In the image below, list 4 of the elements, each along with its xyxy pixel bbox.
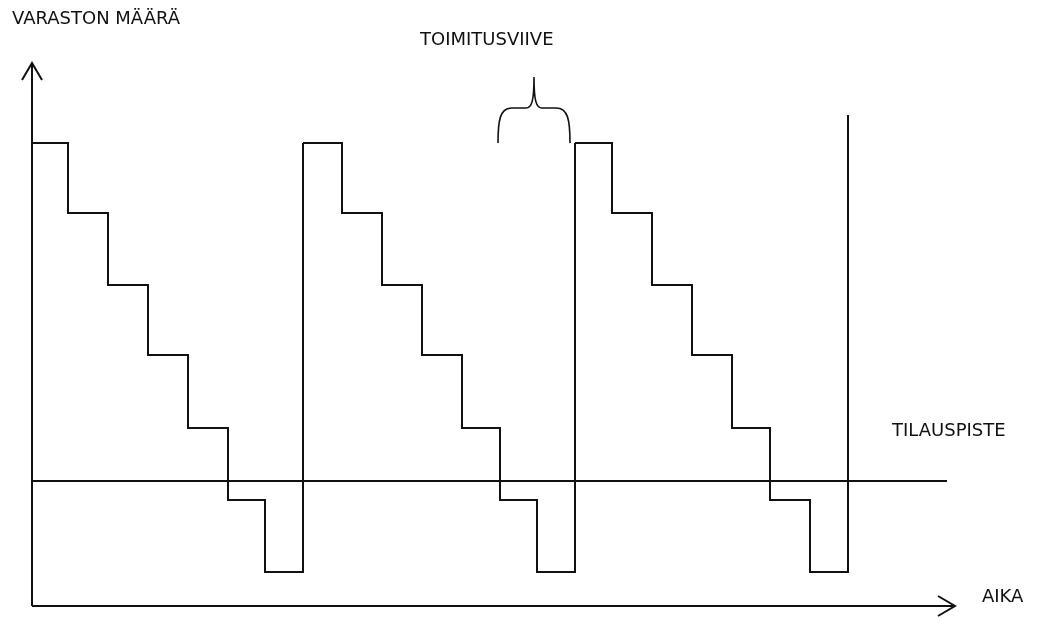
line-label: TILAUSPISTE [892, 420, 1006, 440]
axis-label: AIKA [982, 586, 1024, 606]
axis-label: VARASTON MÄÄRÄ [12, 8, 181, 28]
annotation-label: TOIMITUSVIIVE [420, 29, 554, 49]
